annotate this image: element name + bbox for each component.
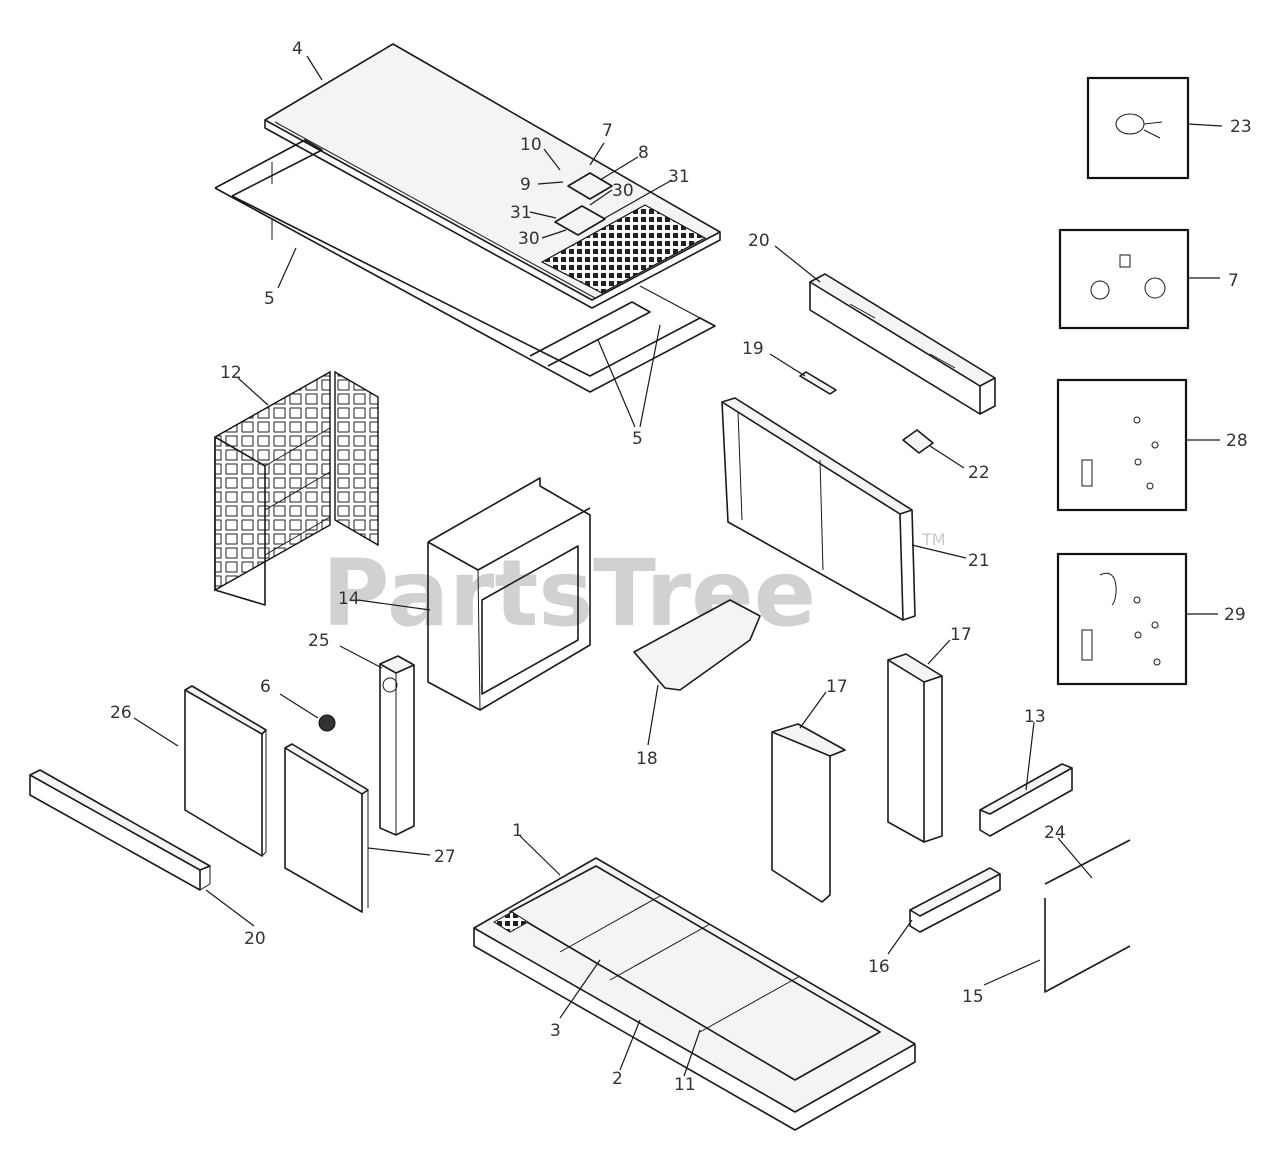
leader-lines <box>133 55 1223 1077</box>
part-roof-frame <box>214 139 716 393</box>
callout-label: 5 <box>632 429 643 449</box>
callout-label: 20 <box>748 231 770 251</box>
callout-label: 20 <box>244 929 266 949</box>
callout-label: 22 <box>968 463 990 483</box>
inset-box-7 <box>1058 228 1190 330</box>
part-knob <box>318 714 336 732</box>
callout-label: 29 <box>1224 605 1246 625</box>
callout-label: 30 <box>612 181 634 201</box>
callout-label: 21 <box>968 551 990 571</box>
watermark-trademark: TM <box>921 530 946 549</box>
callout-label: 18 <box>636 749 658 769</box>
roof-grille <box>540 204 707 294</box>
callout-label: 26 <box>110 703 132 723</box>
part-rail-lower <box>29 769 211 891</box>
callout-label: 10 <box>520 135 542 155</box>
callout-label: 4 <box>292 39 303 59</box>
part-channel <box>887 653 943 843</box>
callout-label: 7 <box>602 121 613 141</box>
callout-label: 28 <box>1226 431 1248 451</box>
part-center-enclosure <box>427 477 591 711</box>
part-panel-15 <box>1044 898 1131 993</box>
callout-label: 7 <box>1228 271 1239 291</box>
part-bent-panel <box>771 723 846 903</box>
part-strip-24 <box>1044 839 1131 885</box>
callout-label: 11 <box>674 1075 696 1095</box>
callout-label: 17 <box>950 625 972 645</box>
callout-label: 27 <box>434 847 456 867</box>
callout-label: 24 <box>1044 823 1066 843</box>
callout-label: 2 <box>612 1069 623 1089</box>
part-side-panel-26 <box>184 685 267 857</box>
callout-label: 3 <box>550 1021 561 1041</box>
callout-label: 15 <box>962 987 984 1007</box>
callout-label: 1 <box>512 821 523 841</box>
callout-label: 19 <box>742 339 764 359</box>
part-side-panel-27 <box>284 743 369 913</box>
part-column <box>379 655 415 836</box>
part-mount-plate <box>902 429 934 454</box>
part-trough <box>633 599 761 691</box>
part-bar-16 <box>909 867 1001 933</box>
callout-label: 30 <box>518 229 540 249</box>
callout-label: 9 <box>520 175 531 195</box>
part-rail-upper <box>809 273 996 415</box>
callout-label: 8 <box>638 143 649 163</box>
callout-label: 23 <box>1230 117 1252 137</box>
callout-label: 6 <box>260 677 271 697</box>
callout-label: 13 <box>1024 707 1046 727</box>
callout-label: 25 <box>308 631 330 651</box>
callout-label: 31 <box>510 203 532 223</box>
inset-box-28 <box>1056 378 1188 512</box>
callout-labels: 4 10 7 8 9 30 31 31 30 5 5 20 19 12 22 2… <box>110 39 1252 1095</box>
callout-label: 5 <box>264 289 275 309</box>
callout-label: 12 <box>220 363 242 383</box>
callout-label: 31 <box>668 167 690 187</box>
callout-label: 17 <box>826 677 848 697</box>
inset-box-29 <box>1056 552 1188 686</box>
callout-label: 14 <box>338 589 360 609</box>
inset-box-23 <box>1086 76 1190 180</box>
callout-label: 16 <box>868 957 890 977</box>
part-louvered-panel <box>214 370 379 606</box>
part-base-frame <box>473 857 916 1131</box>
part-small-bracket <box>799 371 837 395</box>
part-roof-panel <box>264 43 721 309</box>
